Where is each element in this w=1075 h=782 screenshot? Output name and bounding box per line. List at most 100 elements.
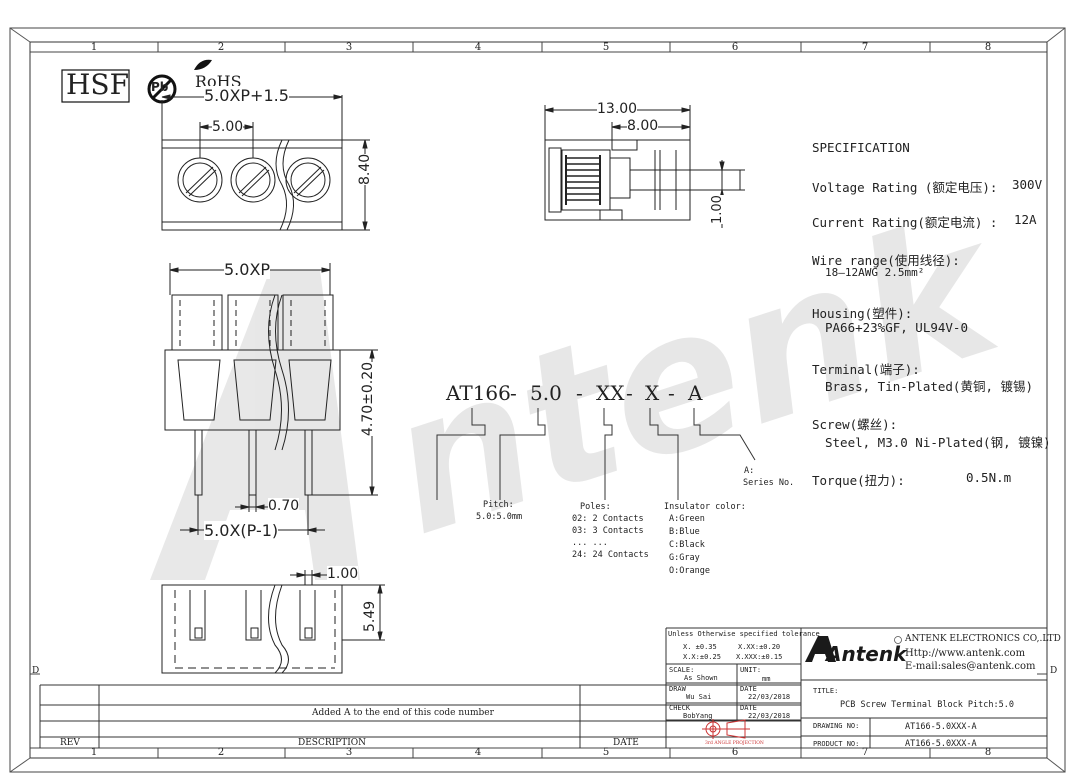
part-code-color: X [645,381,660,405]
part-code-poles: XX [596,381,625,405]
title-value: PCB Screw Terminal Block Pitch:5.0 [840,700,1014,710]
poles-item: 03: 3 Contacts [572,526,644,536]
col-number-top-3: 3 [345,42,353,53]
insulator-item: A:Green [669,514,705,524]
spec-current-value: 12A [1014,212,1037,227]
row-letter-right: D [1050,666,1058,676]
spec-housing-label: Housing(塑件): [812,306,913,321]
product-no-value: AT166-5.0XXX-A [905,739,977,749]
projection-label: 3rd ANGLE PROJECTION [705,741,764,746]
dim-side-inner: 8.00 [627,118,659,134]
dim-bottom-pin: 1.00 [327,566,359,582]
bottom-view [161,570,385,674]
poles-item: ... ... [572,538,608,548]
dim-top-pitch: 5.00 [212,119,244,135]
col-number-bottom-5: 5 [602,747,610,758]
spec-screw-label: Screw(螺丝): [812,417,898,432]
part-code-dash-4: - [668,381,675,405]
tolerance-1a: X. ±0.35 [683,643,717,651]
draw-date: 22/03/2018 [748,693,791,701]
dim-side-pin: 1.00 [710,195,725,224]
frame-corners [9,27,1066,773]
scale-label: SCALE: [669,666,695,674]
col-number-top-2: 2 [217,42,225,53]
rev-header: REV [60,738,80,748]
spec-housing-value: PA66+23%GF, UL94V-0 [825,320,968,335]
col-number-bottom-3: 3 [345,747,353,758]
company-logo-text: Antenk [826,642,907,666]
spec-wire-label: Wire range(使用线径): [812,253,960,268]
col-number-top-7: 7 [861,42,869,53]
insulator-title: Insulator color: [664,502,746,512]
check-label: CHECK [669,704,691,712]
title-block-lines [39,627,1047,748]
scale-value: As Shown [684,674,718,682]
hsf-label: HSF [66,68,130,101]
col-number-bottom-7: 7 [861,747,869,758]
company-logo-icon [805,636,902,662]
col-number-top-1: 1 [90,42,98,53]
pb-label: Pb [151,80,169,94]
spec-voltage-label: Voltage Rating (额定电压): [812,180,998,195]
check-value: BobYang [683,712,713,720]
company-web: Http://www.antenk.com [905,648,1026,659]
unit-label: UNIT: [740,666,762,674]
spec-terminal-label: Terminal(端子): [812,362,920,377]
dim-top-height: 8.40 [357,153,373,185]
hsf-box [61,69,130,103]
date-header: DATE [613,738,639,748]
inner-border [29,41,1048,759]
projection-symbol-icon [702,719,750,739]
column-dividers [30,42,1047,758]
dim-front-pin-span: 5.0X(P-1) [204,521,279,540]
col-number-top-5: 5 [602,42,610,53]
col-number-bottom-6: 6 [731,747,739,758]
insulator-item: B:Blue [669,527,700,537]
poles-title: Poles: [580,502,611,512]
part-code-pitch: 5.0 [530,381,562,405]
spec-torque-label: Torque(扭力): [812,473,905,488]
poles-item: 02: 2 Contacts [572,514,644,524]
insulator-item: C:Black [669,540,705,550]
col-number-bottom-8: 8 [984,747,992,758]
col-number-top-4: 4 [474,42,482,53]
part-code-dash-3: - [626,381,633,405]
draw-label: DRAW [669,685,686,693]
drawing-no-value: AT166-5.0XXX-A [905,722,977,732]
top-view [161,94,370,231]
tolerance-2a: X.X:±0.25 [683,653,721,661]
series-title: A: [744,466,755,476]
insulator-item: G:Gray [669,553,700,563]
poles-item: 24: 24 Contacts [572,550,649,560]
col-number-bottom-2: 2 [217,747,225,758]
dim-front-pin-width: 0.70 [268,498,300,514]
col-number-top-6: 6 [731,42,739,53]
tolerance-1b: X.XX:±0.20 [738,643,781,651]
dim-side-total: 13.00 [597,101,638,117]
pitch-title: Pitch: [483,500,514,510]
insulator-item: O:Orange [669,566,710,576]
col-number-top-8: 8 [984,42,992,53]
part-code-dash-1: - [510,381,517,405]
tolerance-title: Unless Otherwise specified tolerance [668,630,820,638]
row-letter-left: D [32,666,40,676]
side-view [544,105,745,228]
front-view [164,263,378,535]
draw-value: Wu Sai [686,693,712,701]
company-mail: E-mail:sales@antenk.com [905,661,1036,672]
spec-terminal-value: Brass, Tin-Plated(黄铜, 镀锡) [825,379,1034,394]
description-header: DESCRIPTION [298,738,367,748]
spec-current-label: Current Rating(额定电流) : [812,215,998,230]
company-name: ANTENK ELECTRONICS CO,.LTD [905,634,1061,644]
part-code-leaders [436,408,756,500]
spec-screw-value: Steel, M3.0 Ni-Plated(钢, 镀镍) [825,435,1051,450]
part-code-prefix: AT166 [446,381,511,405]
spec-voltage-value: 300V [1012,177,1043,192]
check-date: 22/03/2018 [748,712,791,720]
product-no-label: PRODUCT NO: [813,740,860,748]
rev-entry-description: Added A to the end of this code number [312,708,494,718]
spec-wire-value: 18—12AWG 2.5mm² [825,266,925,279]
dim-top-width: 5.0XP+1.5 [204,86,289,105]
spec-title: SPECIFICATION [812,140,910,155]
